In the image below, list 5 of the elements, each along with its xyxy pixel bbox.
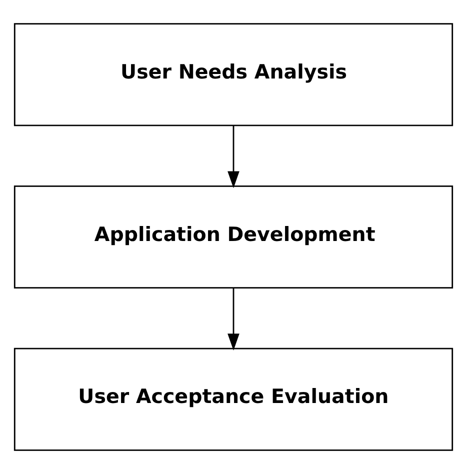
arrow	[227, 288, 239, 351]
node-box: User Acceptance Evaluation	[13, 348, 453, 451]
node-box: Application Development	[13, 185, 453, 289]
node-box: User Needs Analysis	[13, 23, 453, 126]
arrow	[227, 126, 239, 188]
